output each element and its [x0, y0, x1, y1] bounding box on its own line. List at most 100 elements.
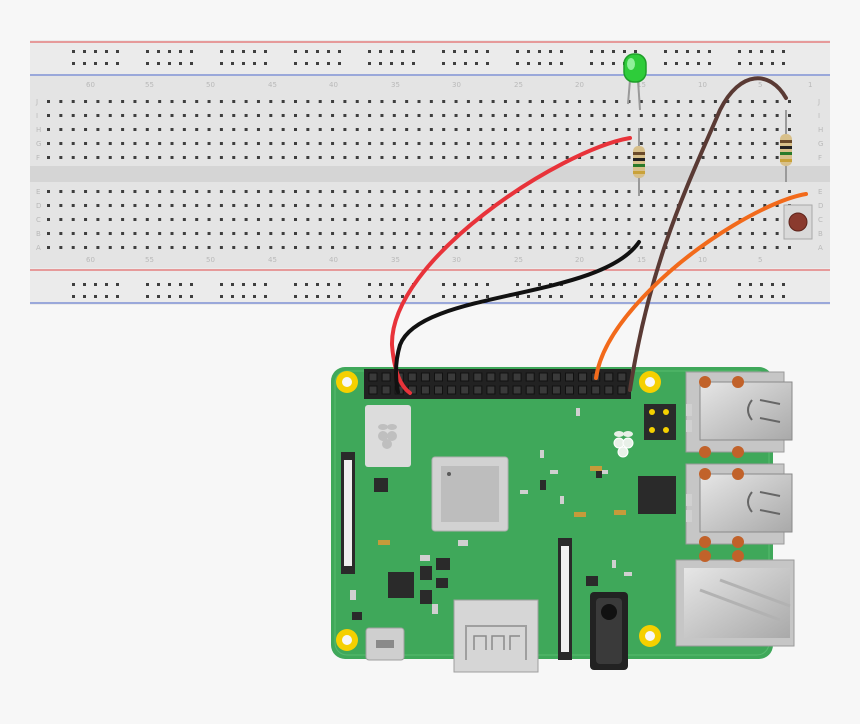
breadboard-hole: [639, 114, 643, 117]
breadboard-hole: [170, 232, 174, 235]
breadboard-hole: [590, 232, 594, 235]
breadboard-hole: [405, 218, 409, 221]
breadboard-hole: [145, 156, 149, 159]
button-cap[interactable]: [788, 212, 808, 232]
gpio-pin: [617, 385, 627, 395]
breadboard-hole: [464, 295, 467, 298]
breadboard-hole: [170, 100, 174, 103]
breadboard-hole: [47, 218, 50, 221]
breadboard-hole: [256, 114, 260, 117]
breadboard-hole: [601, 62, 604, 65]
breadboard-hole: [133, 156, 137, 159]
breadboard-hole: [553, 156, 557, 159]
breadboard-hole: [84, 128, 88, 131]
breadboard-components: [623, 53, 813, 240]
breadboard-hole: [627, 246, 631, 249]
breadboard-hole: [71, 128, 75, 131]
gpio-pin: [473, 372, 483, 382]
breadboard-hole: [750, 114, 754, 117]
breadboard-hole: [553, 232, 557, 235]
breadboard-hole: [565, 128, 569, 131]
breadboard-hole: [269, 128, 273, 131]
breadboard-hole: [380, 232, 384, 235]
breadboard-hole: [157, 283, 160, 286]
breadboard-hole: [553, 100, 557, 103]
breadboard-hole: [96, 190, 100, 193]
breadboard-hole: [220, 283, 223, 286]
breadboard-hole: [195, 204, 199, 207]
breadboard-hole: [454, 100, 458, 103]
breadboard-hole: [466, 100, 470, 103]
breadboard-hole: [771, 295, 774, 298]
breadboard-hole: [417, 114, 421, 117]
breadboard-hole: [190, 50, 193, 53]
breadboard-hole: [516, 100, 520, 103]
breadboard-hole: [639, 246, 643, 249]
breadboard-hole: [242, 62, 245, 65]
row-letter: E: [36, 188, 40, 196]
breadboard-hole: [601, 295, 604, 298]
breadboard-hole: [108, 218, 112, 221]
breadboard-hole: [528, 100, 532, 103]
breadboard-hole: [232, 100, 236, 103]
gpio-pin: [525, 372, 535, 382]
breadboard-hole: [516, 204, 520, 207]
led-highlight: [627, 58, 635, 70]
breadboard-hole: [763, 114, 767, 117]
breadboard-hole: [479, 246, 483, 249]
breadboard-hole: [701, 100, 705, 103]
breadboard-hole: [454, 128, 458, 131]
breadboard-hole: [738, 142, 742, 145]
breadboard-hole: [541, 114, 544, 117]
push-button[interactable]: [783, 204, 813, 240]
breadboard-hole: [121, 142, 125, 145]
breadboard-hole: [219, 114, 223, 117]
port-solder-pads: [699, 376, 744, 562]
breadboard-hole: [219, 232, 223, 235]
breadboard-hole: [527, 295, 530, 298]
breadboard-hole: [121, 156, 125, 159]
breadboard-hole: [701, 114, 705, 117]
breadboard-hole: [775, 142, 779, 145]
breadboard-hole: [244, 246, 248, 249]
breadboard-hole: [652, 190, 656, 193]
breadboard-hole: [405, 114, 409, 117]
breadboard-hole: [664, 232, 668, 235]
breadboard-hole: [256, 246, 260, 249]
breadboard-hole: [549, 50, 552, 53]
breadboard-hole: [590, 62, 593, 65]
breadboard-hole: [242, 295, 245, 298]
breadboard-hole: [121, 218, 125, 221]
breadboard-hole: [318, 204, 322, 207]
breadboard-hole: [676, 142, 680, 145]
column-number: 45: [268, 81, 277, 89]
breadboard-hole: [565, 232, 569, 235]
led-body: [623, 53, 647, 83]
breadboard-hole: [486, 50, 489, 53]
breadboard-hole: [331, 100, 335, 103]
breadboard-hole: [219, 190, 223, 193]
breadboard-hole: [190, 295, 193, 298]
breadboard-hole: [442, 114, 446, 117]
breadboard-hole: [59, 232, 63, 235]
center-channel: [30, 166, 830, 182]
breadboard-hole: [380, 246, 384, 249]
column-number: 35: [391, 256, 400, 264]
breadboard-hole: [538, 283, 541, 286]
breadboard-hole: [627, 114, 631, 117]
breadboard-hole: [195, 156, 199, 159]
breadboard-hole: [220, 62, 223, 65]
breadboard-hole: [158, 204, 162, 207]
breadboard-hole: [713, 156, 717, 159]
breadboard-hole: [94, 283, 97, 286]
breadboard-hole: [244, 156, 248, 159]
breadboard-hole: [749, 62, 752, 65]
breadboard-hole: [491, 100, 495, 103]
breadboard-hole: [590, 246, 594, 249]
breadboard-hole: [190, 283, 193, 286]
breadboard-hole: [96, 156, 100, 159]
breadboard-hole: [219, 218, 223, 221]
breadboard-hole: [390, 50, 393, 53]
row-letter: F: [36, 154, 40, 162]
breadboard-hole: [179, 62, 182, 65]
